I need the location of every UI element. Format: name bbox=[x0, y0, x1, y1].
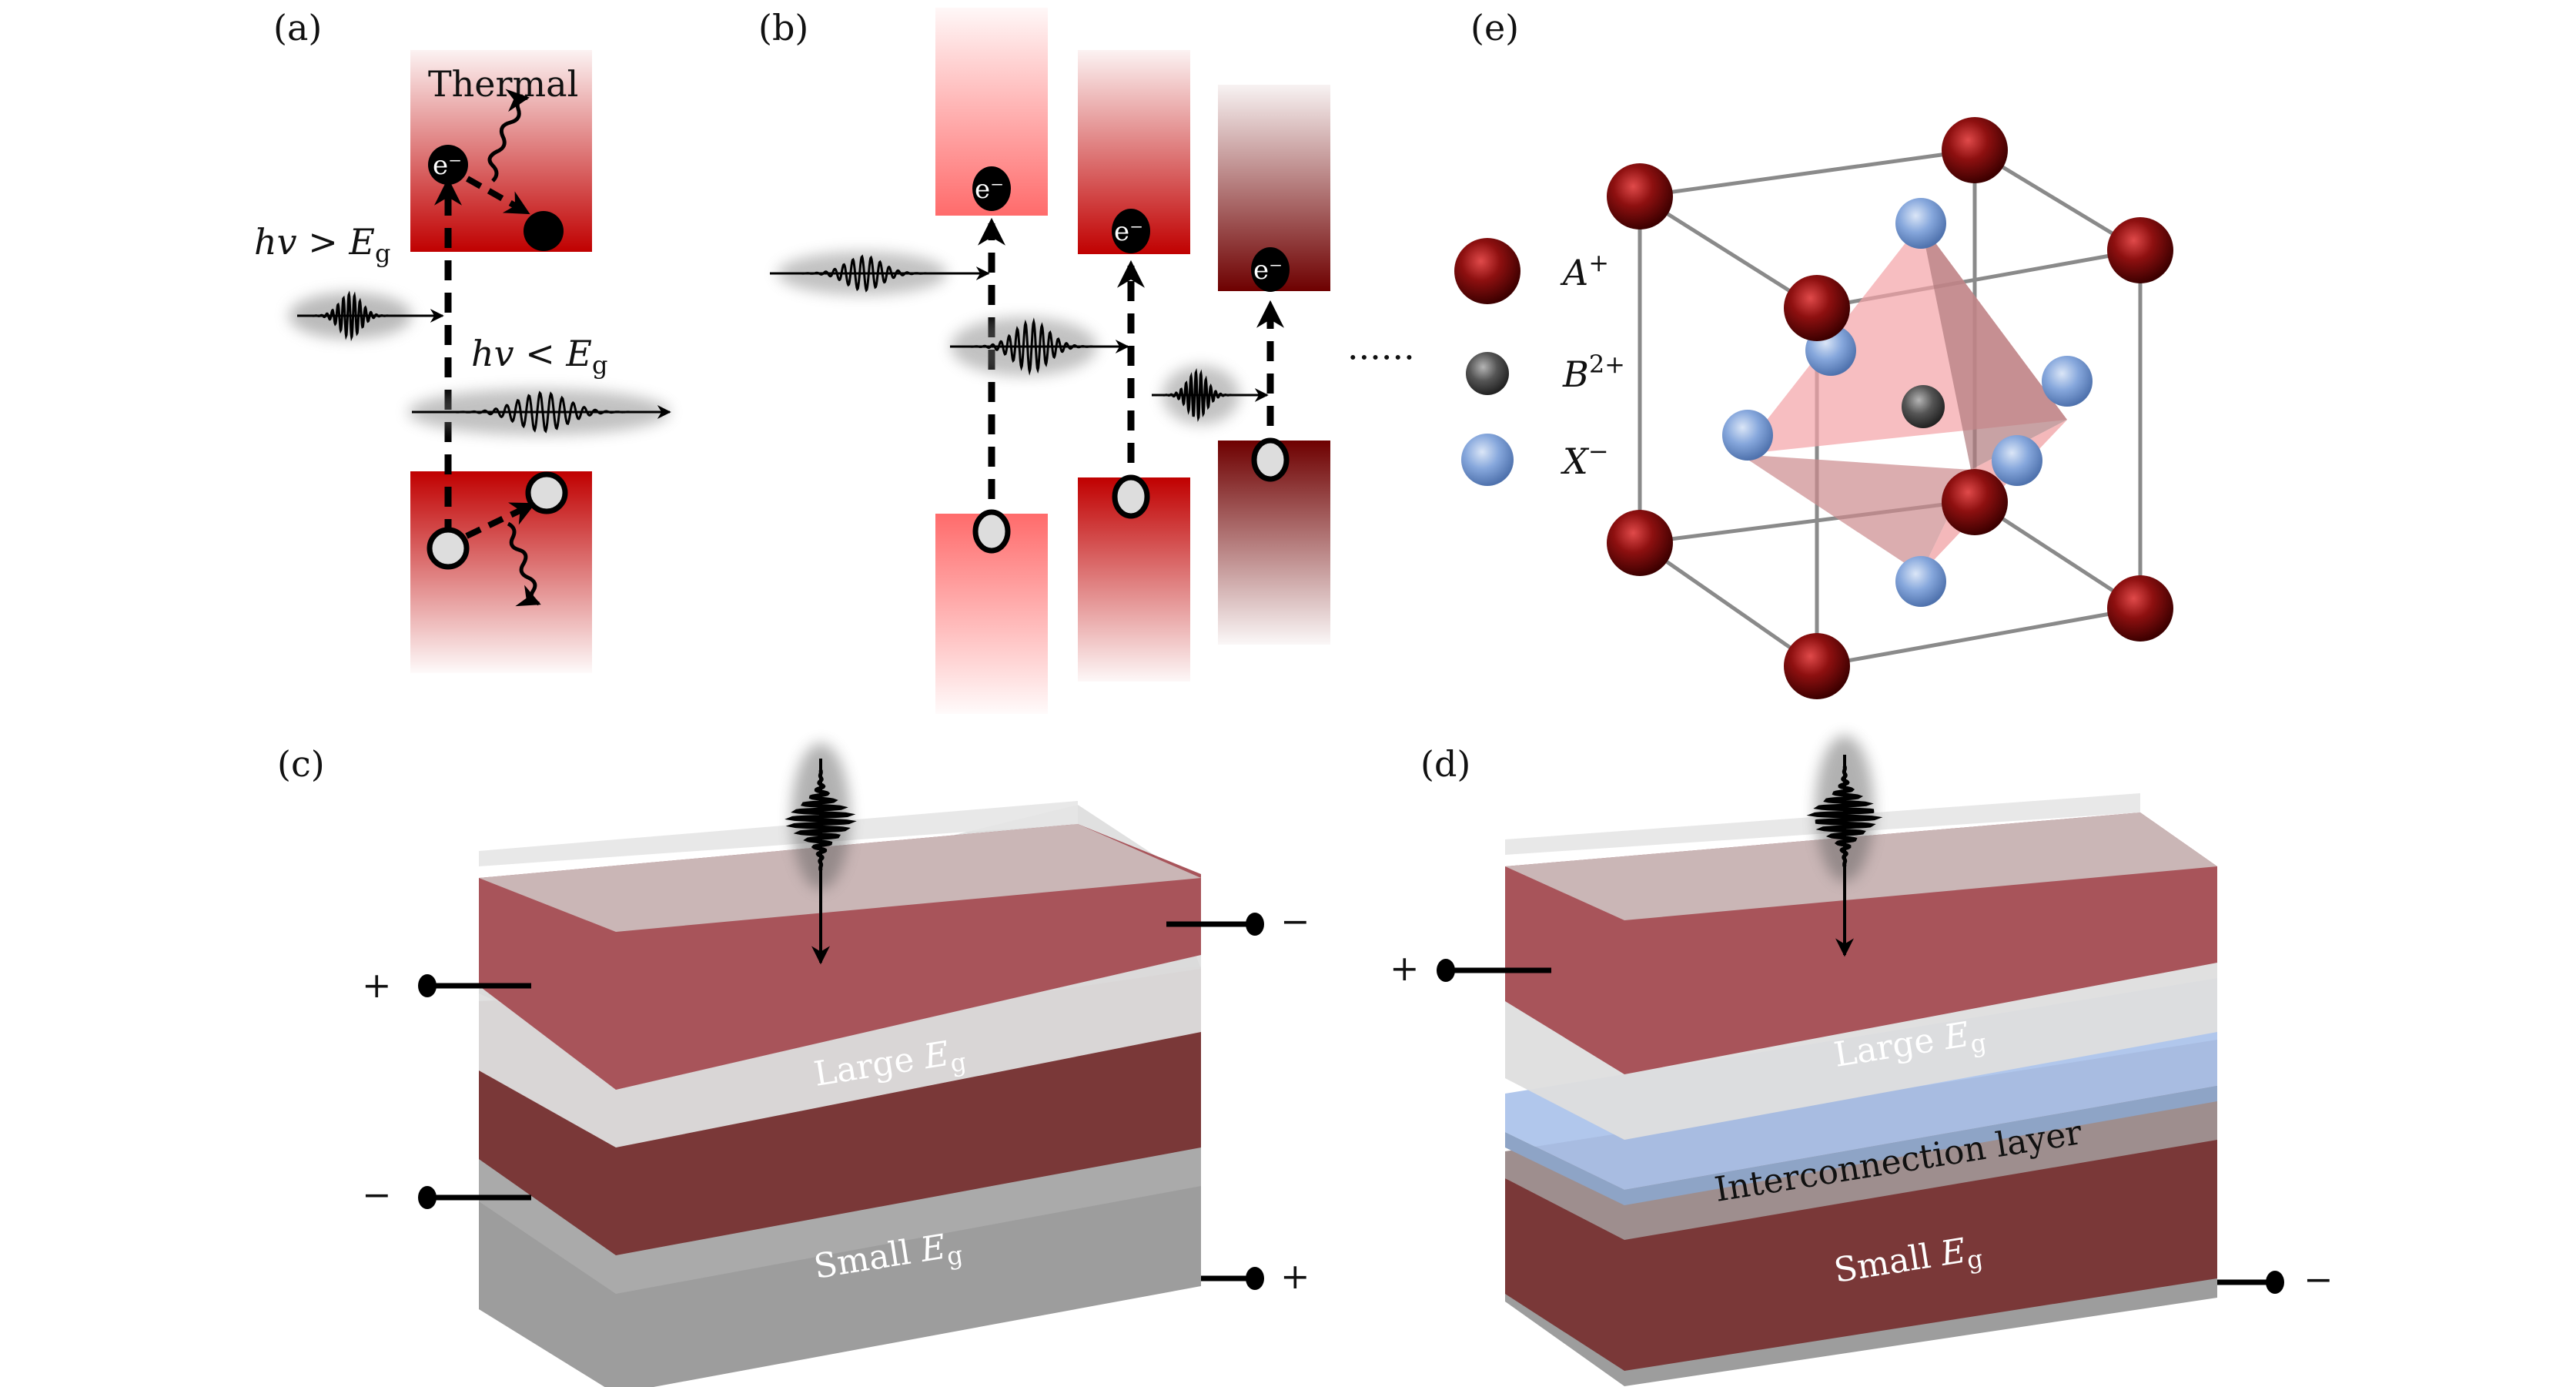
tandem-stack: Interconnection layer Large Eg Small Eg bbox=[1505, 793, 2217, 1386]
top-subcell: Large Eg bbox=[479, 801, 1201, 1147]
a-cation-legend-icon bbox=[1454, 238, 1521, 304]
svg-text:+: + bbox=[1390, 947, 1420, 989]
photon-1 bbox=[770, 252, 990, 295]
panel-c-label: (c) bbox=[277, 743, 325, 785]
svg-text:+: + bbox=[362, 964, 392, 1006]
svg-text:e⁻: e⁻ bbox=[433, 150, 462, 181]
terminal-top-right: − bbox=[1166, 900, 1310, 942]
terminal-top-left: + bbox=[1390, 947, 1551, 989]
svg-text:e⁻: e⁻ bbox=[1114, 216, 1143, 247]
svg-text:+: + bbox=[1280, 1255, 1310, 1297]
hole-icon bbox=[1251, 437, 1290, 482]
svg-text:A+: A+ bbox=[1560, 248, 1609, 293]
panel-b: (b) e⁻ e⁻ e⁻ bbox=[758, 7, 1415, 714]
panel-b-label: (b) bbox=[758, 7, 808, 49]
panel-e: (e) bbox=[1454, 7, 2173, 699]
photon-3 bbox=[1152, 366, 1269, 424]
photon-2 bbox=[950, 317, 1129, 376]
photon-low-energy bbox=[408, 389, 671, 435]
panel-d: (d) Interconnection layer Large Eg Small… bbox=[1390, 735, 2333, 1386]
terminal-top-left: + bbox=[362, 964, 531, 1006]
relaxation-arrow bbox=[466, 176, 530, 215]
panel-e-label: (e) bbox=[1470, 7, 1519, 49]
x-anion-legend-icon bbox=[1461, 434, 1514, 486]
continuation-ellipsis: ······ bbox=[1347, 337, 1415, 378]
a-cation-sphere bbox=[1784, 633, 1850, 699]
b-cation-sphere bbox=[1902, 385, 1945, 428]
svg-text:e⁻: e⁻ bbox=[1253, 255, 1283, 286]
svg-text:−: − bbox=[2303, 1258, 2333, 1300]
a-cation-sphere bbox=[2107, 217, 2173, 283]
photon-high-label: hv > Eg bbox=[254, 221, 390, 268]
legend-item-b: B2+ bbox=[1466, 350, 1625, 395]
photon-low-label: hv < Eg bbox=[471, 333, 607, 380]
incident-photon bbox=[785, 743, 857, 965]
thermal-label: Thermal bbox=[428, 63, 578, 105]
terminal-bottom-left: − bbox=[362, 1174, 531, 1215]
panel-a: (a) Thermal e⁻ hv > Eg bbox=[254, 7, 671, 673]
svg-text:−: − bbox=[362, 1174, 392, 1215]
a-cation-sphere bbox=[1942, 469, 2008, 535]
heat-emission-icon bbox=[487, 89, 530, 183]
electron-icon: e⁻ bbox=[972, 166, 1011, 211]
a-cation-sphere bbox=[1784, 275, 1850, 341]
svg-text:X−: X− bbox=[1561, 437, 1609, 482]
x-anion-sphere bbox=[1895, 556, 1946, 607]
hole-icon bbox=[972, 509, 1011, 554]
a-cation-sphere bbox=[2107, 575, 2173, 642]
svg-text:e⁻: e⁻ bbox=[975, 174, 1004, 205]
hole-icon bbox=[1112, 474, 1150, 519]
svg-text:B2+: B2+ bbox=[1562, 350, 1625, 395]
x-anion-sphere bbox=[1722, 410, 1773, 461]
hole-relaxation-arrow bbox=[465, 502, 536, 539]
x-anion-sphere bbox=[2042, 356, 2093, 407]
relaxed-hole-icon bbox=[525, 471, 568, 514]
panel-d-label: (d) bbox=[1420, 743, 1470, 785]
a-cation-sphere bbox=[1607, 510, 1673, 576]
terminal-bottom-right: − bbox=[2217, 1258, 2333, 1300]
a-cation-sphere bbox=[1607, 163, 1673, 229]
incident-photon bbox=[1806, 735, 1883, 957]
b-cation-legend-icon bbox=[1466, 352, 1509, 395]
electron-icon: e⁻ bbox=[428, 145, 468, 185]
panel-a-label: (a) bbox=[273, 7, 322, 49]
legend-item-a: A+ bbox=[1454, 238, 1609, 304]
svg-text:−: − bbox=[1280, 900, 1310, 942]
terminal-bottom-right: + bbox=[1201, 1255, 1310, 1297]
x-anion-sphere bbox=[1895, 198, 1946, 249]
a-cation-sphere bbox=[1942, 117, 2008, 183]
x-anion-sphere bbox=[1992, 435, 2042, 486]
hole-icon bbox=[427, 527, 470, 570]
electron-icon: e⁻ bbox=[1251, 247, 1290, 292]
electron-icon: e⁻ bbox=[1112, 209, 1150, 253]
photon-high-energy bbox=[289, 290, 444, 342]
heat-emission-icon bbox=[507, 521, 541, 607]
legend-item-x: X− bbox=[1461, 434, 1609, 486]
relaxed-electron-icon bbox=[524, 211, 564, 251]
legend: A+ B2+ X− bbox=[1454, 238, 1625, 486]
panel-c: (c) Small Eg Large Eg + bbox=[277, 743, 1310, 1387]
